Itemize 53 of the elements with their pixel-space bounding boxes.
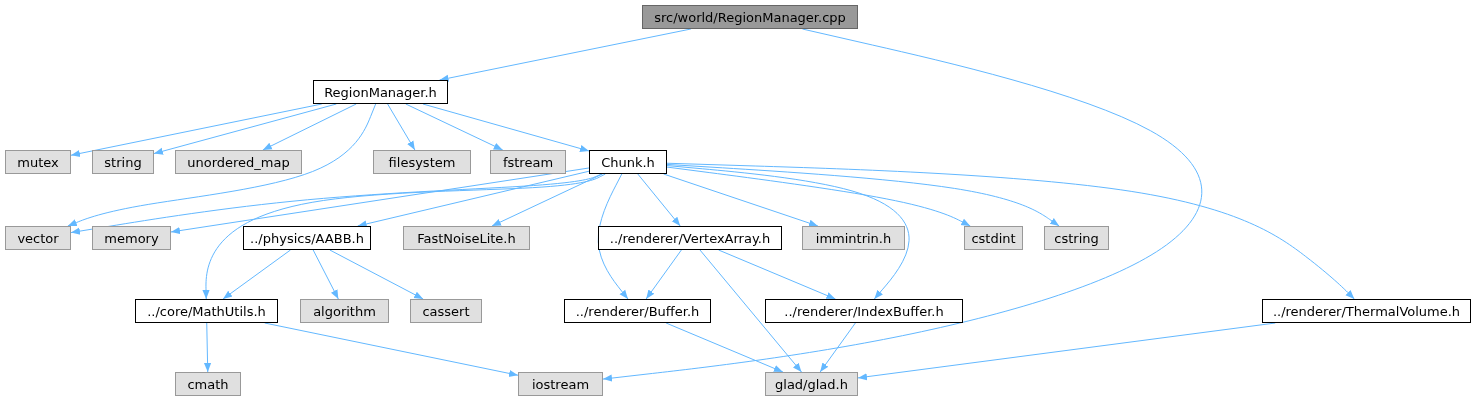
system-header-box: memory	[92, 226, 171, 250]
arrow	[665, 322, 784, 373]
arrow	[699, 249, 802, 373]
arrow	[637, 173, 681, 227]
system-header-box: cstring	[1044, 226, 1109, 250]
header-file-box: ../renderer/VertexArray.h	[598, 226, 782, 250]
arrow	[264, 322, 519, 377]
arrow	[329, 249, 424, 300]
arrow	[170, 167, 590, 235]
arrow	[222, 249, 291, 300]
header-file-box: ../renderer/ThermalVolume.h	[1262, 299, 1471, 323]
system-header-box: mutex	[5, 150, 71, 174]
system-header-box: cassert	[410, 299, 482, 323]
arrow	[666, 166, 971, 227]
system-header-box: immintrin.h	[802, 226, 905, 250]
system-header-box: string	[92, 150, 154, 174]
system-header-box: FastNoiseLite.h	[403, 226, 530, 250]
arrow	[202, 173, 606, 300]
header-file-box: ../renderer/IndexBuffer.h	[765, 299, 963, 323]
system-header-box: algorithm	[300, 299, 389, 323]
system-header-box: fstream	[490, 150, 566, 174]
arrow	[602, 28, 1203, 382]
arrow	[819, 322, 856, 373]
arrow	[357, 170, 590, 228]
arrow	[422, 103, 590, 152]
arrow	[491, 173, 603, 227]
arrow	[70, 173, 602, 235]
arrow	[405, 103, 504, 151]
arrow	[153, 103, 337, 155]
header-file-box: ../physics/AABB.h	[243, 226, 371, 250]
system-header-box: cstdint	[964, 226, 1023, 250]
arrow	[645, 249, 682, 300]
system-header-box: filesystem	[373, 150, 471, 174]
header-file-box: Chunk.h	[589, 150, 667, 174]
arrow	[666, 163, 1060, 227]
arrow	[666, 165, 910, 300]
arrow	[203, 322, 212, 373]
arrow	[663, 173, 819, 227]
arrow	[67, 103, 377, 227]
arrow	[262, 103, 357, 151]
arrow	[666, 162, 1355, 300]
arrow	[718, 249, 836, 300]
arrow	[387, 103, 416, 151]
system-header-box: cmath	[175, 372, 241, 396]
system-header-box: vector	[5, 226, 71, 250]
header-file-box: ../renderer/Buffer.h	[564, 299, 711, 323]
source-file-box: src/world/RegionManager.cpp	[642, 5, 858, 29]
system-header-box: iostream	[518, 372, 603, 396]
header-file-box: RegionManager.h	[313, 80, 448, 104]
system-header-box: glad/glad.h	[765, 372, 858, 396]
header-file-box: ../core/MathUtils.h	[135, 299, 278, 323]
arrow	[312, 249, 339, 300]
system-header-box: unordered_map	[175, 150, 302, 174]
